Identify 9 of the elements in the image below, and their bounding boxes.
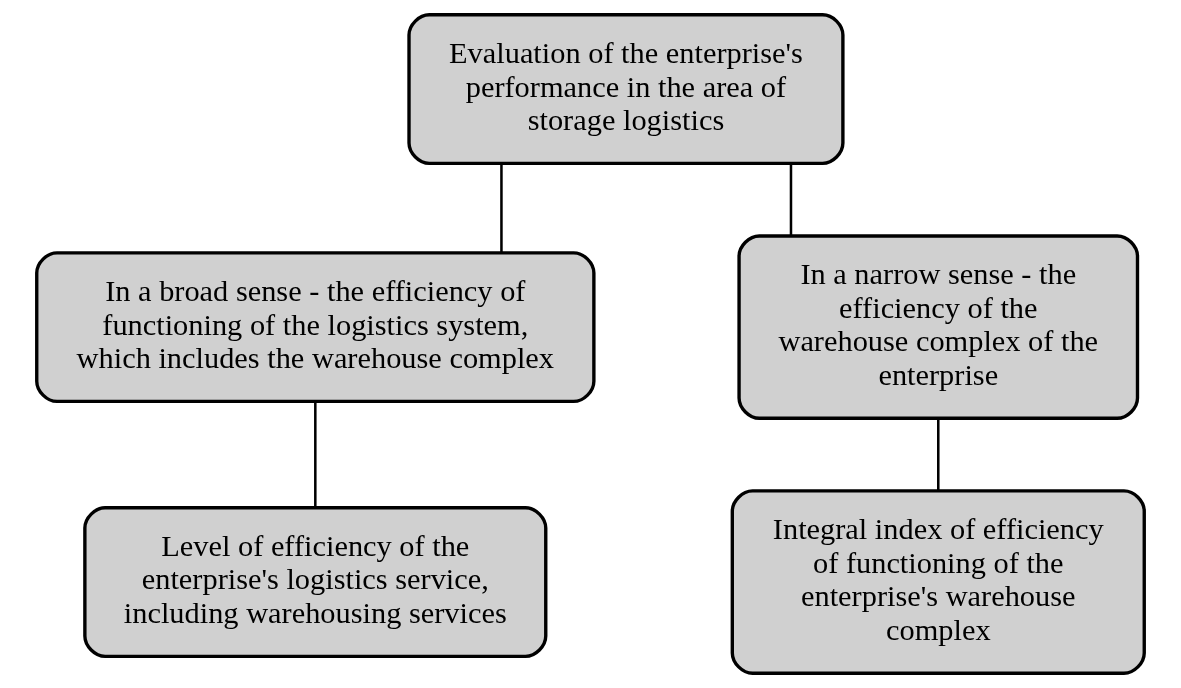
node-box: Evaluation of the enterprise's performance in the area of storage logistics	[407, 13, 845, 166]
node-box: In a narrow sense - the efficiency of the warehouse complex of the enterprise	[737, 234, 1140, 420]
connector	[314, 401, 317, 508]
node-box: In a broad sense - the efficiency of functioning of the logistics system, which includes the warehouse complex	[35, 251, 596, 404]
connector	[500, 163, 503, 253]
node-box: Level of efficiency of the enterprise's logistics service, including warehousing services	[83, 506, 548, 659]
connector	[937, 418, 940, 491]
node-box: Integral index of efficiency of functioning of the enterprise's warehouse complex	[730, 489, 1146, 675]
connector	[789, 163, 793, 236]
